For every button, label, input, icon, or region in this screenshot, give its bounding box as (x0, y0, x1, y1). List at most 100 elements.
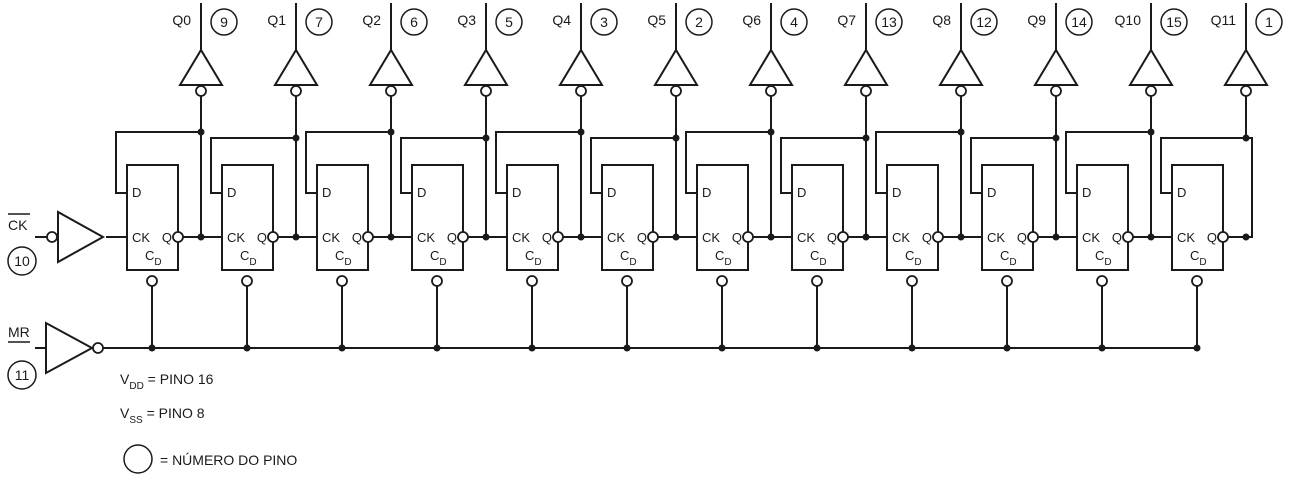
q-inverter-bubble (932, 231, 944, 243)
cd-inverter-bubble (146, 275, 158, 287)
ff-ck-label: CK (1082, 230, 1100, 245)
q-inverter-bubble (172, 231, 184, 243)
junction-dot (577, 128, 585, 136)
junction-dot (1242, 233, 1250, 241)
output-buffer (368, 48, 414, 86)
junction-dot (338, 344, 346, 352)
ff-cd-main: C (145, 248, 154, 263)
feedback-wire (1065, 94, 1152, 194)
output-pin-number: 13 (881, 14, 897, 30)
ff-d-label: D (987, 185, 996, 200)
ff-ck-label: CK (1177, 230, 1195, 245)
pin-legend-text: = NÚMERO DO PINO (160, 452, 297, 468)
output-pin-number: 6 (410, 14, 418, 30)
cd-inverter-bubble (621, 275, 633, 287)
ff-cd-main: C (335, 248, 344, 263)
notes: VDD = PINO 16 VSS = PINO 8 = NÚMERO DO P… (120, 371, 297, 474)
output-pin-number: 9 (220, 14, 228, 30)
ff-ck-label: CK (227, 230, 245, 245)
output-pin-number: 12 (976, 14, 992, 30)
cd-inverter-bubble (526, 275, 538, 287)
cd-inverter-bubble (811, 275, 823, 287)
vdd-note: VDD = PINO 16 (120, 371, 214, 392)
ff-cd-sub: D (629, 257, 636, 268)
output-pin-number: 14 (1071, 14, 1087, 30)
feedback-wire (1160, 94, 1247, 194)
output-pin-number: 15 (1166, 14, 1182, 30)
reset-label: MR (8, 324, 30, 340)
ff-ck-label: CK (512, 230, 530, 245)
output-pin-circle (210, 8, 238, 36)
q-inverter-bubble (1122, 231, 1134, 243)
junction-dot (1242, 134, 1250, 142)
output-pin-circle (1255, 8, 1283, 36)
feedback-wire (115, 94, 202, 194)
ff-ck-label: CK (892, 230, 910, 245)
ff-cd-sub: D (819, 257, 826, 268)
buffer-input-bubble (1050, 85, 1062, 97)
cd-inverter-bubble (716, 275, 728, 287)
flip-flop-box (221, 164, 274, 271)
ff-q-label: Q (1017, 230, 1027, 245)
reset-input: MR 11 (7, 324, 37, 390)
output-buffer (178, 48, 224, 86)
output-pin-number: 1 (1265, 14, 1273, 30)
junction-dot (1052, 134, 1060, 142)
feedback-wire (970, 94, 1057, 194)
ff-q-label: Q (827, 230, 837, 245)
clock-buffer (57, 210, 106, 264)
ff-cd-sub: D (534, 257, 541, 268)
buffer-input-bubble (765, 85, 777, 97)
cd-inverter-bubble (241, 275, 253, 287)
feedback-wire (780, 94, 867, 194)
q-inverter-bubble (1217, 231, 1229, 243)
output-pin-circle (305, 8, 333, 36)
output-label: Q10 (1115, 12, 1142, 28)
ff-cd-main: C (715, 248, 724, 263)
reset-pin-circle (7, 360, 37, 390)
junction-dot (243, 344, 251, 352)
cd-inverter-bubble (1191, 275, 1203, 287)
ff-d-label: D (417, 185, 426, 200)
q-inverter-bubble (742, 231, 754, 243)
flip-flop-box (886, 164, 939, 271)
output-label: Q4 (552, 12, 571, 28)
ff-cd-main: C (240, 248, 249, 263)
feedback-wire (210, 94, 297, 194)
ff-cd-label: CD (145, 248, 162, 268)
q-inverter-bubble (647, 231, 659, 243)
ff-cd-label: CD (335, 248, 352, 268)
ff-d-label: D (797, 185, 806, 200)
junction-dot (908, 344, 916, 352)
junction-dot (718, 344, 726, 352)
ff-ck-label: CK (987, 230, 1005, 245)
pin-legend-circle (123, 444, 153, 474)
output-pin-circle (590, 8, 618, 36)
vss-note: VSS = PINO 8 (120, 405, 205, 426)
ff-d-label: D (227, 185, 236, 200)
output-label: Q3 (457, 12, 476, 28)
junction-dot (767, 128, 775, 136)
output-label: Q6 (742, 12, 761, 28)
flip-flop-box (316, 164, 369, 271)
ff-cd-sub: D (344, 257, 351, 268)
ff-q-label: Q (922, 230, 932, 245)
feedback-wire (495, 94, 582, 194)
junction-dot (767, 233, 775, 241)
buffer-input-bubble (385, 85, 397, 97)
junction-dot (292, 134, 300, 142)
junction-dot (862, 233, 870, 241)
ff-cd-sub: D (1104, 257, 1111, 268)
output-pin-circle (1065, 8, 1093, 36)
output-pin-circle (495, 8, 523, 36)
cd-inverter-bubble (906, 275, 918, 287)
output-pin-circle (400, 8, 428, 36)
reset-buffer-bubble (92, 342, 104, 354)
feedback-wire (875, 94, 962, 194)
ff-q-label: Q (447, 230, 457, 245)
output-buffer (938, 48, 984, 86)
